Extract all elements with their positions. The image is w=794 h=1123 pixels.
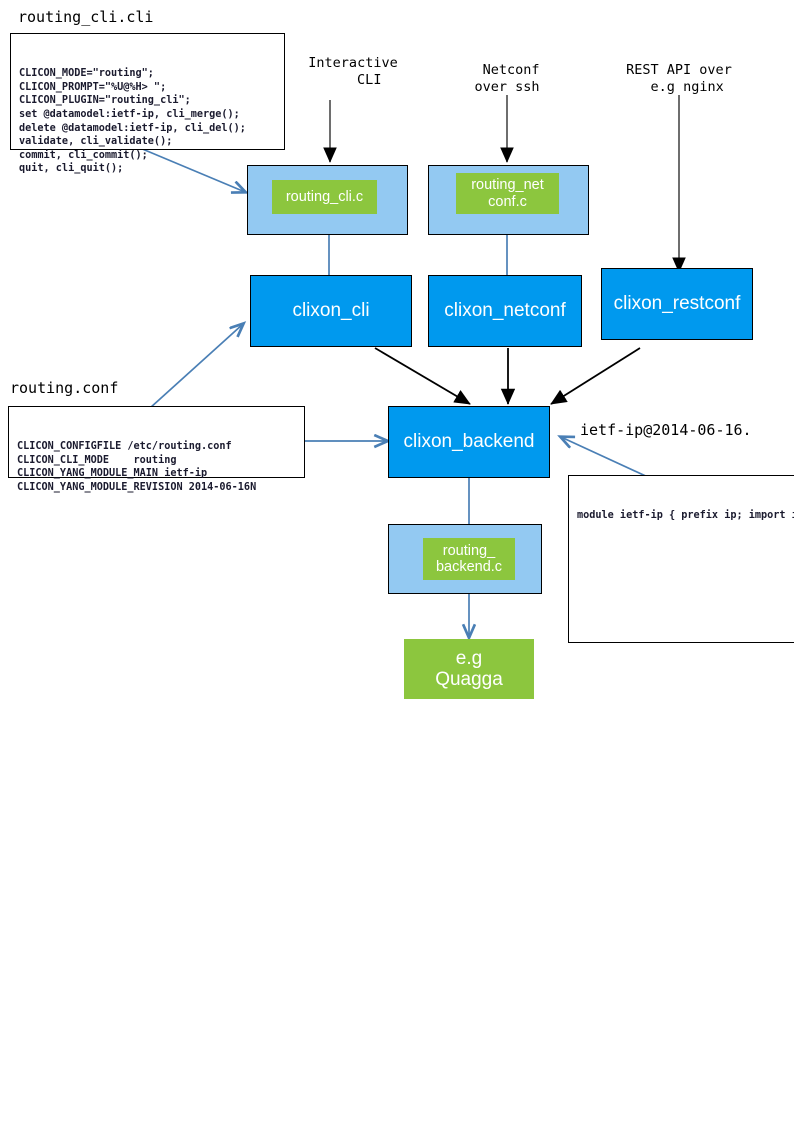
daemon-quagga[interactable]: e.g Quagga	[404, 639, 534, 699]
arrow-cli-to-backend	[374, 347, 471, 405]
routing-cli-file-content: CLICON_MODE="routing"; CLICON_PROMPT="%U…	[19, 68, 246, 175]
entry-label-interactive-cli: Interactive CLI	[308, 55, 398, 88]
app-clixon-backend[interactable]: clixon_backend	[388, 406, 550, 478]
routing-cli-file-title: routing_cli.cli	[18, 8, 154, 26]
ietf-ip-yang-file-box: module ietf-ip { prefix ip; import ietf-…	[568, 475, 794, 643]
routing-conf-file-content: CLICON_CONFIGFILE /etc/routing.conf CLIC…	[17, 441, 257, 493]
plugin-routing-netconf-c[interactable]: routing_net conf.c	[456, 173, 559, 214]
plugin-routing-backend-c[interactable]: routing_ backend.c	[423, 538, 515, 580]
entry-label-netconf: Netconf over ssh	[474, 62, 540, 95]
routing-conf-file-title: routing.conf	[10, 379, 119, 397]
app-clixon-cli[interactable]: clixon_cli	[250, 275, 412, 347]
routing-conf-file-box: CLICON_CONFIGFILE /etc/routing.conf CLIC…	[8, 406, 305, 493]
arrow-yang-to-backend	[561, 437, 651, 479]
entry-label-restconf: REST API over e.g nginx	[626, 62, 732, 95]
ietf-ip-yang-file-content: module ietf-ip { prefix ip; import ietf-…	[577, 510, 794, 522]
yang-file-title: ietf-ip@2014-06-16.	[580, 421, 752, 439]
app-clixon-restconf[interactable]: clixon_restconf	[601, 268, 753, 340]
routing-cli-file-box: CLICON_MODE="routing"; CLICON_PROMPT="%U…	[10, 33, 285, 174]
arrow-conf-to-clixon-cli	[149, 324, 243, 409]
plugin-routing-cli-c[interactable]: routing_cli.c	[272, 180, 377, 214]
app-clixon-netconf[interactable]: clixon_netconf	[428, 275, 582, 347]
arrow-restconf-to-backend	[550, 347, 641, 405]
